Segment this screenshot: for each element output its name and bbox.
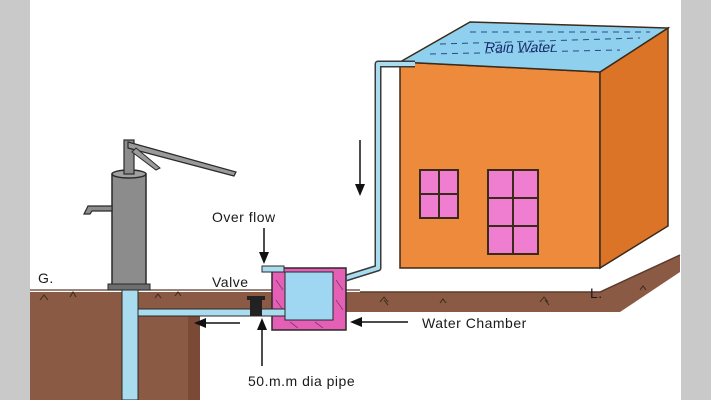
downpipe [345, 62, 415, 280]
water-chamber-arrow [350, 317, 408, 327]
flow-left-arrow [194, 318, 240, 328]
roof-water [397, 21, 671, 73]
grass-marks [39, 285, 647, 306]
flow-down-arrow [355, 140, 365, 196]
ground-left-label: G. [38, 270, 54, 286]
left-side-band [0, 0, 30, 400]
house: Rain Water [397, 21, 671, 270]
overflow-arrow [259, 228, 269, 264]
overflow-label: Over flow [212, 209, 276, 225]
rain-water-label: Rain Water [485, 39, 556, 55]
soil-edge [188, 312, 200, 400]
window-small [419, 169, 459, 219]
hand-pump [83, 139, 237, 400]
valve [247, 296, 265, 316]
right-side-band [681, 0, 711, 400]
pipe-arrow [257, 318, 267, 366]
soil-left [30, 292, 200, 400]
ground-line [360, 254, 681, 293]
roof-water-ripples [429, 31, 650, 55]
ground-right-label: L. [590, 285, 603, 301]
overflow-pipe [261, 265, 285, 273]
valve-label: Valve [212, 274, 248, 290]
water-chamber [271, 267, 347, 331]
water-chamber-label: Water Chamber [422, 315, 527, 331]
pipe-label: 50.m.m dia pipe [248, 373, 355, 389]
window-large [487, 169, 539, 255]
